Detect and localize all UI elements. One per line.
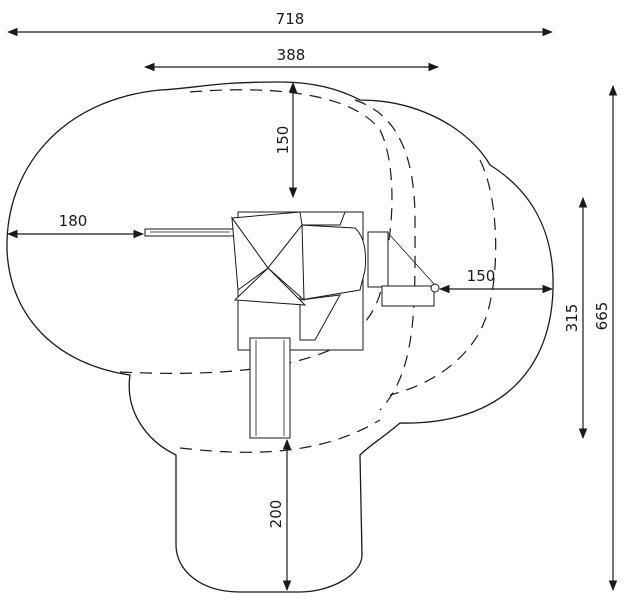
safety-zone-outline bbox=[6, 81, 554, 593]
dim-label-left-depth: 180 bbox=[59, 212, 88, 230]
dim-label-top-depth: 150 bbox=[274, 126, 292, 155]
inner-zone-dashed-4 bbox=[119, 284, 383, 374]
dim-label-inner-width: 388 bbox=[277, 46, 306, 64]
bridge bbox=[381, 285, 435, 307]
inner-zone-dashed-2 bbox=[354, 99, 416, 411]
slide bbox=[249, 337, 291, 439]
inner-zone-dashed-3 bbox=[389, 159, 497, 396]
side-panel bbox=[367, 231, 389, 288]
ramp bbox=[299, 294, 341, 341]
dim-label-right-height: 315 bbox=[563, 304, 581, 333]
dim-label-right-depth: 150 bbox=[467, 267, 496, 285]
tower-structure-right bbox=[299, 224, 366, 301]
dim-label-total-width: 718 bbox=[276, 10, 305, 28]
inner-zone-dashed-1 bbox=[189, 89, 393, 261]
balance-beam bbox=[144, 228, 236, 237]
dim-label-total-height: 665 bbox=[593, 302, 611, 331]
dim-label-bottom-depth: 200 bbox=[267, 500, 285, 529]
tower-roof-back bbox=[299, 211, 346, 226]
tower-roof-fans bbox=[231, 211, 307, 306]
post bbox=[430, 283, 440, 293]
